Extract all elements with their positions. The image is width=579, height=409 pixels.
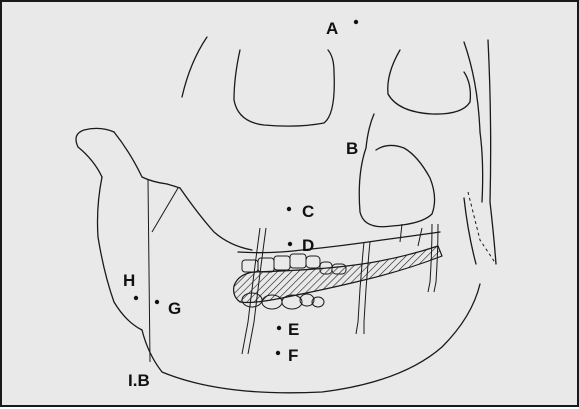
right-orbit bbox=[388, 50, 471, 114]
label-e: E bbox=[288, 320, 299, 339]
label-c: C bbox=[302, 202, 314, 221]
point-e-dot bbox=[277, 326, 281, 330]
ramus-inner-line bbox=[152, 188, 178, 232]
arch-bar bbox=[234, 246, 442, 303]
label-ib: I.B bbox=[128, 371, 150, 390]
mandible-lower-border bbox=[142, 284, 480, 393]
zygoma-line bbox=[480, 132, 483, 202]
maxillary-arch bbox=[238, 232, 440, 253]
label-g: G bbox=[168, 299, 181, 318]
left-condyle bbox=[76, 128, 114, 177]
label-b: B bbox=[346, 139, 358, 158]
point-c-dot bbox=[287, 207, 291, 211]
point-h-dot bbox=[134, 296, 138, 300]
right-face-contour bbox=[488, 40, 496, 264]
point-f-dot bbox=[276, 351, 280, 355]
cranium-outline bbox=[182, 37, 207, 97]
left-coronoid bbox=[114, 132, 167, 184]
ramus-vertical-line bbox=[148, 180, 150, 362]
label-f: F bbox=[288, 346, 298, 365]
left-ramus-posterior bbox=[98, 177, 143, 330]
nasal-aperture bbox=[359, 114, 434, 227]
label-a: A bbox=[326, 19, 338, 38]
coronoid-line bbox=[180, 188, 252, 250]
forehead-outline bbox=[464, 42, 480, 132]
right-ramus-dashed bbox=[468, 192, 496, 264]
point-g-dot bbox=[155, 300, 159, 304]
point-a-dot bbox=[354, 20, 358, 24]
point-d-dot bbox=[288, 242, 292, 246]
left-orbit bbox=[234, 50, 334, 126]
right-ramus bbox=[464, 198, 476, 264]
label-h: H bbox=[123, 271, 135, 290]
sigmoid-notch bbox=[167, 184, 180, 188]
label-d: D bbox=[302, 236, 314, 255]
